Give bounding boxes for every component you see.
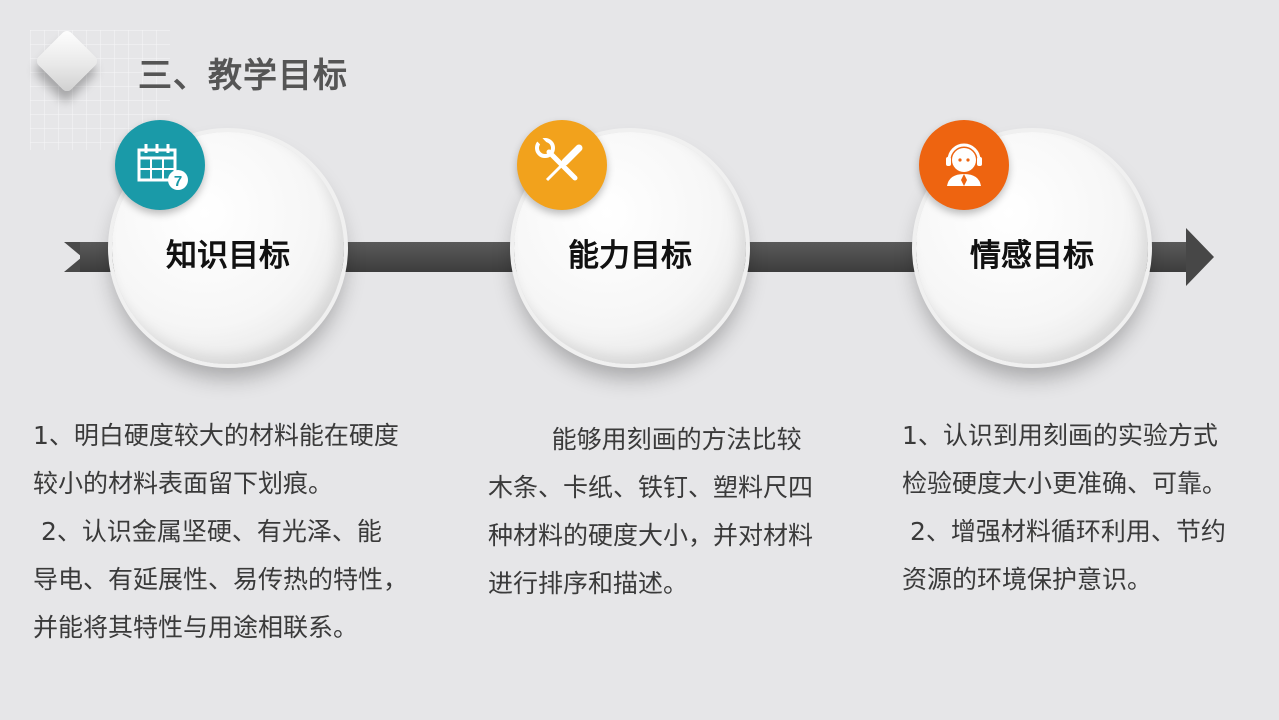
emotion-badge [919, 120, 1009, 210]
description-line: 种材料的硬度大小，并对材料 [488, 521, 814, 550]
description-line: 进行排序和描述。 [488, 569, 689, 598]
goal-title-emotion: 情感目标 [970, 238, 1094, 274]
description-line: 导电、有延展性、易传热的特性， [33, 565, 409, 594]
description-line: 木条、卡纸、铁钉、塑料尺四 [488, 473, 814, 502]
emotion-description: 1、认识到用刻画的实验方式 检验硬度大小更准确、可靠。 2、增强材料循环利用、节… [902, 412, 1272, 604]
ability-badge [517, 120, 607, 210]
ability-description: 能够用刻画的方法比较 木条、卡纸、铁钉、塑料尺四 种材料的硬度大小，并对材料 进… [488, 416, 858, 608]
svg-text:7: 7 [174, 173, 182, 190]
knowledge-description: 1、明白硬度较大的材料能在硬度 较小的材料表面留下划痕。 2、认识金属坚硬、有光… [33, 412, 443, 652]
description-line: 1、认识到用刻画的实验方式 [902, 421, 1218, 450]
description-line: 资源的环境保护意识。 [902, 565, 1153, 594]
description-line: 能够用刻画的方法比较 [488, 425, 802, 454]
headset-person-icon [946, 143, 982, 186]
description-line: 并能将其特性与用途相联系。 [33, 613, 359, 642]
goal-title-ability: 能力目标 [568, 238, 692, 274]
description-line: 检验硬度大小更准确、可靠。 [902, 469, 1228, 498]
goal-circle-knowledge: 知识目标 [108, 128, 348, 368]
page-title: 三、教学目标 [138, 56, 348, 96]
description-line: 较小的材料表面留下划痕。 [33, 469, 334, 498]
arrow-head-icon [1186, 228, 1214, 286]
tools-icon [535, 137, 583, 182]
description-line: 1、明白硬度较大的材料能在硬度 [33, 421, 399, 450]
calendar-icon: 7 [137, 144, 188, 190]
description-line: 2、认识金属坚硬、有光泽、能 [33, 517, 382, 546]
goal-title-knowledge: 知识目标 [166, 238, 290, 274]
timeline-tail [64, 242, 82, 272]
description-line: 2、增强材料循环利用、节约 [902, 517, 1226, 546]
knowledge-badge: 7 [115, 120, 205, 210]
